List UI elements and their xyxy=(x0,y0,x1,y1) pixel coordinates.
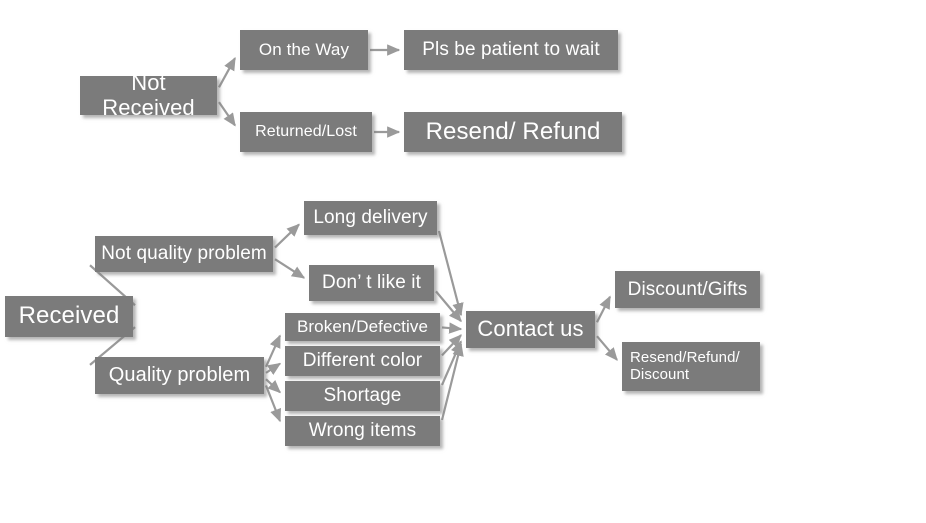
node-wrong-items[interactable]: Wrong items xyxy=(285,416,440,446)
edge-quality-problem-to-wrong-items xyxy=(264,385,282,423)
edge-shortage-to-contact-us xyxy=(440,340,463,386)
edge-quality-problem-to-shortage xyxy=(265,378,281,394)
edge-not-received-to-on-the-way xyxy=(218,57,236,88)
node-resend-refund-discount[interactable]: Resend/Refund/ Discount xyxy=(622,342,760,391)
node-returned-lost[interactable]: Returned/Lost xyxy=(240,112,372,152)
edge-not-received-to-returned-lost xyxy=(218,101,236,127)
edge-quality-problem-to-broken-defective xyxy=(264,334,282,368)
edge-quality-problem-to-different-color xyxy=(265,362,282,375)
edge-not-quality-problem-to-dont-like-it xyxy=(274,258,306,279)
node-not-quality-problem[interactable]: Not quality problem xyxy=(95,236,273,272)
node-quality-problem[interactable]: Quality problem xyxy=(95,357,264,394)
edge-not-quality-problem-to-long-delivery xyxy=(274,223,300,249)
node-not-received[interactable]: Not Received xyxy=(80,70,217,119)
node-different-color[interactable]: Different color xyxy=(285,346,440,376)
node-resend-refund[interactable]: Resend/ Refund xyxy=(404,112,622,152)
edge-wrong-items-to-contact-us xyxy=(440,342,464,421)
node-contact-us[interactable]: Contact us xyxy=(466,311,595,348)
node-pls-be-patient[interactable]: Pls be patient to wait xyxy=(404,30,618,70)
node-dont-like-it[interactable]: Don’ t like it xyxy=(309,265,434,301)
edge-different-color-to-contact-us xyxy=(441,334,462,357)
node-broken-defective[interactable]: Broken/Defective xyxy=(285,313,440,341)
node-shortage[interactable]: Shortage xyxy=(285,381,440,411)
edge-long-delivery-to-contact-us xyxy=(437,230,464,317)
edge-broken-defective-to-contact-us xyxy=(441,322,463,334)
node-received[interactable]: Received xyxy=(5,296,133,337)
node-discount-gifts[interactable]: Discount/Gifts xyxy=(615,271,760,308)
edge-contact-us-to-discount-gifts xyxy=(596,295,611,323)
node-long-delivery[interactable]: Long delivery xyxy=(304,201,437,235)
edge-contact-us-to-resend-refund-discount xyxy=(596,335,618,361)
node-on-the-way[interactable]: On the Way xyxy=(240,30,368,70)
